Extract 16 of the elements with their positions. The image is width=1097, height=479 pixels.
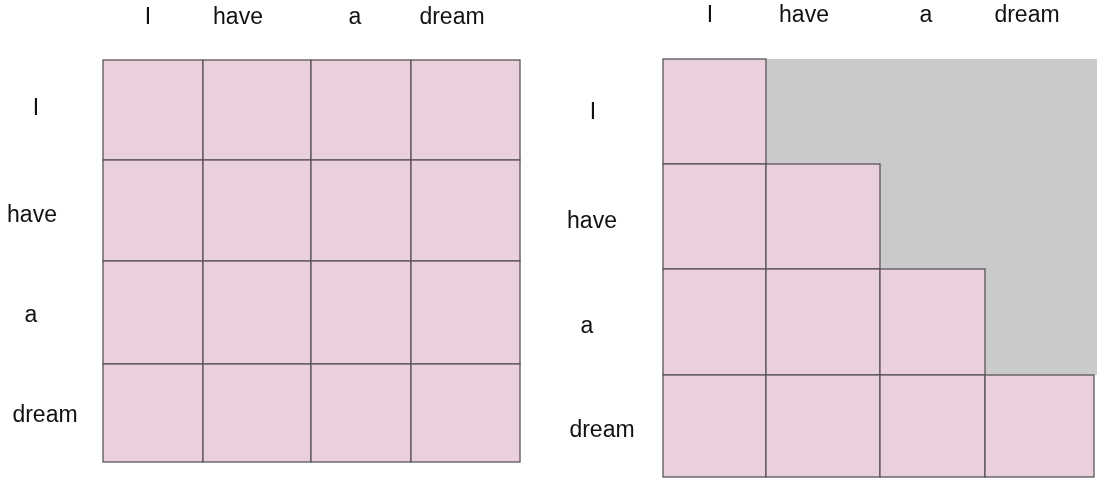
- row-label: I: [589, 99, 597, 123]
- row-label: I: [32, 95, 40, 119]
- column-label: dream: [994, 2, 1060, 26]
- column-label: have: [213, 4, 263, 28]
- column-label: I: [706, 2, 714, 26]
- column-label: a: [348, 4, 362, 28]
- column-label: dream: [419, 4, 485, 28]
- row-label: dream: [569, 417, 635, 441]
- row-label: have: [7, 202, 57, 226]
- row-label: have: [567, 208, 617, 232]
- row-label: a: [580, 313, 594, 337]
- row-label: a: [24, 302, 38, 326]
- row-label: dream: [12, 402, 78, 426]
- column-label: have: [779, 2, 829, 26]
- column-label: I: [144, 4, 152, 28]
- column-label: a: [919, 2, 933, 26]
